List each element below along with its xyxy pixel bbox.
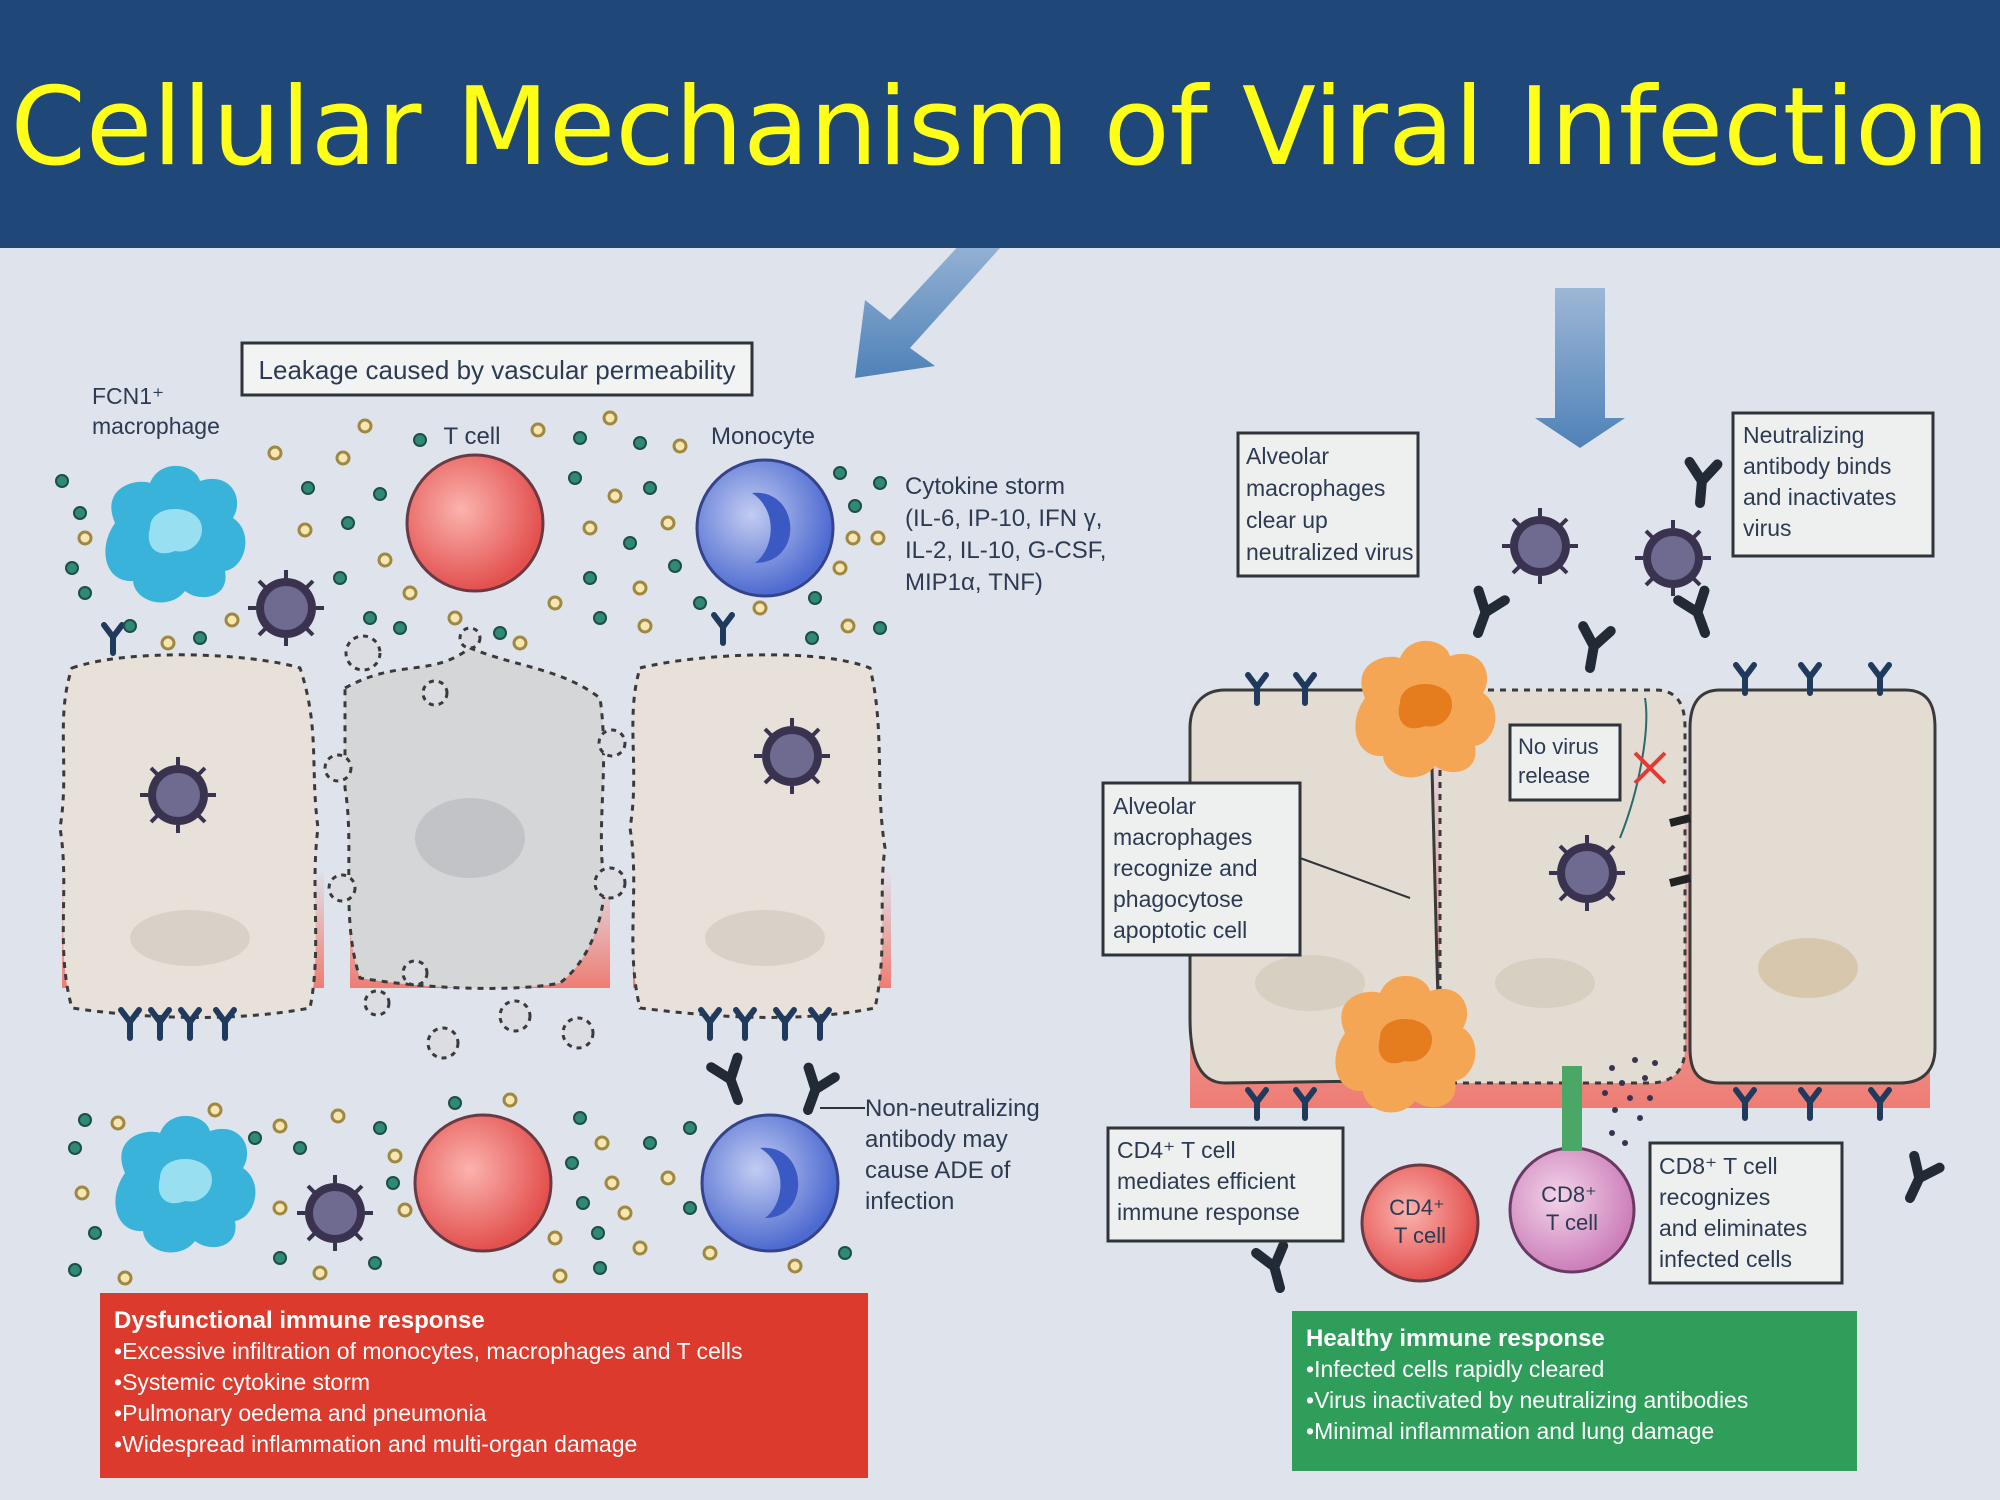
cd4-box: [1106, 1126, 1345, 1243]
arrow-right-down: [1535, 288, 1625, 448]
list-item: Virus inactivated by neutralizing antibo…: [1306, 1385, 1843, 1416]
tcr-receptor: [1562, 1066, 1582, 1151]
leakage-label: Leakage caused by vascular permeability: [259, 355, 736, 385]
cd8-tcell-label: CD8⁺ T cell: [1541, 1182, 1603, 1235]
title-bar: Cellular Mechanism of Viral Infection: [0, 0, 2000, 248]
virus-inside-cell: [1547, 833, 1627, 913]
virus-left-free: [246, 568, 326, 648]
dysfunctional-list: Excessive infiltration of monocytes, mac…: [114, 1336, 854, 1460]
alveolar-recognize-box: [1101, 781, 1302, 957]
non-neutralizing-label: Non-neutralizing antibody may cause ADE …: [865, 1095, 1046, 1215]
no-virus-box: [1508, 723, 1622, 802]
diagram-svg: Leakage caused by vascular permeability …: [55, 248, 2000, 1500]
virus-in-cell-3: [752, 716, 832, 796]
cd4-tcell-label: CD4⁺ T cell: [1389, 1195, 1451, 1248]
epithelial-cell-3-nucleus: [1758, 938, 1858, 998]
antibody-icon: [1576, 626, 1611, 670]
no-virus-label: No virus release: [1518, 734, 1605, 788]
leakage-box: [240, 341, 754, 397]
antibody-icon: [1686, 462, 1717, 504]
virus-left-lower: [295, 1173, 375, 1253]
monocyte-upper: [695, 458, 835, 598]
epithelial-cell-1-nucleus: [1255, 955, 1365, 1011]
cytokine-storm-label: Cytokine storm (IL-6, IP-10, IFN γ, IL-2…: [905, 473, 1113, 596]
list-item: Infected cells rapidly cleared: [1306, 1354, 1843, 1385]
antibody-icon: [1897, 1156, 1939, 1204]
membrane-marker: [1669, 874, 1691, 887]
tcell-lower: [413, 1113, 553, 1253]
antibody-icon: [1256, 1246, 1293, 1292]
cd8-box: [1648, 1141, 1844, 1285]
cd4-tcell: [1360, 1163, 1480, 1283]
cell-3-nucleus: [705, 910, 825, 966]
recognize-pointer: [1299, 857, 1411, 899]
cell-1-nucleus: [130, 910, 250, 966]
neutralizing-label: Neutralizing antibody binds and inactiva…: [1743, 422, 1903, 541]
apoptotic-nucleus: [415, 798, 525, 878]
receptor-icon: [104, 625, 122, 653]
healthy-panel-title: Healthy immune response: [1306, 1325, 1605, 1352]
monocyte-lower: [700, 1113, 840, 1253]
list-item: Systemic cytokine storm: [114, 1367, 854, 1398]
alveolar-clear-box: [1236, 431, 1420, 578]
monocyte-label: Monocyte: [711, 423, 815, 450]
apoptotic-blebs: [323, 626, 627, 1060]
healthy-panel: Healthy immune response Infected cells r…: [1292, 1311, 1857, 1471]
virus-bound-antibody: [1633, 518, 1713, 598]
list-item: Pulmonary oedema and pneumonia: [114, 1398, 854, 1429]
antibody-icon: [1678, 591, 1718, 638]
healthy-list: Infected cells rapidly cleared Virus ina…: [1306, 1354, 1843, 1447]
alveolar-clear-label: Alveolar macrophages clear up neutralize…: [1246, 443, 1413, 565]
monocyte-nucleus: [760, 1147, 799, 1218]
granule-release: [1602, 1057, 1658, 1146]
fcn1-macrophage-lower: [115, 1115, 256, 1253]
dysfunctional-panel-title: Dysfunctional immune response: [114, 1307, 485, 1334]
epithelial-cell-3: [1688, 688, 1937, 1085]
blocked-x-icon: [1633, 751, 1667, 785]
virus-in-cell-1: [138, 755, 218, 835]
receptor-icon: [714, 615, 732, 643]
list-item: Widespread inflammation and multi-organ …: [114, 1429, 854, 1460]
antibody-icon: [1465, 591, 1505, 638]
neutralized-virus: [1500, 506, 1580, 586]
non-neutralizing-antibody-icon: [711, 1058, 751, 1105]
infected-cell-1: [58, 653, 320, 1019]
infected-cell-3: [628, 653, 887, 1019]
list-item: Excessive infiltration of monocytes, mac…: [114, 1336, 854, 1367]
monocyte-nucleus: [752, 492, 791, 563]
cd8-box-label: CD8⁺ T cell recognizes and eliminates in…: [1659, 1153, 1814, 1272]
fcn1-macrophage-upper: [105, 465, 246, 603]
page-title: Cellular Mechanism of Viral Infection: [10, 65, 1990, 190]
alveolar-recognize-label: Alveolar macrophages recognize and phago…: [1113, 793, 1264, 943]
cd4-box-label: CD4⁺ T cell mediates efficient immune re…: [1117, 1137, 1302, 1225]
arrow-left-down: [855, 248, 1000, 378]
diagram-area: Leakage caused by vascular permeability …: [0, 248, 2000, 1500]
membrane-marker: [1669, 814, 1691, 827]
neutralizing-box: [1731, 411, 1935, 558]
tcell-upper: [405, 453, 545, 593]
infected-cell-nucleus: [1495, 958, 1595, 1008]
fcn1-macrophage-label: FCN1⁺ macrophage: [92, 383, 220, 439]
dysfunctional-panel: Dysfunctional immune response Excessive …: [100, 1293, 868, 1478]
list-item: Minimal inflammation and lung damage: [1306, 1416, 1843, 1447]
tcell-label: T cell: [444, 423, 501, 450]
